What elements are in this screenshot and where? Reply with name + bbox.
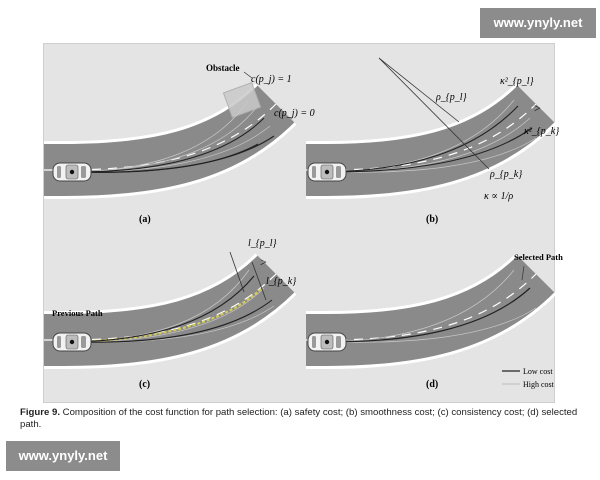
rho-l-label: ρ_{p_l} [435,92,467,103]
selected-path-label: Selected Path [514,252,563,262]
cost-low-label: c(p_j) = 0 [274,108,315,119]
kappa-l-label: κ²_{p_l} [500,76,534,87]
panel-a-label: (a) [139,214,151,225]
panel-b: ρ_{p_l} ρ_{p_k} κ²_{p_l} > κ²_{p_k} κ ∝ … [306,57,559,225]
panel-b-label: (b) [426,214,438,225]
l-l-label: l_{p_l} [248,238,277,249]
figure-9: Obstacle c(p_j) = 1 c(p_j) = 0 (a) ρ_{ [43,43,563,403]
legend-high-cost: High cost [523,380,555,389]
rho-k-label: ρ_{p_k} [489,169,522,180]
greater-than-b: > [534,101,541,115]
l-k-label: l_{p_k} [266,276,296,287]
panel-d-label: (d) [426,379,438,390]
figure-caption: Figure 9. Composition of the cost functi… [20,407,585,431]
kappa-relation-label: κ ∝ 1/ρ [484,191,513,202]
previous-path-label: Previous Path [52,308,103,318]
ego-vehicle-icon [307,162,347,182]
ego-vehicle-icon [52,162,92,182]
cost-high-label: c(p_j) = 1 [251,74,292,85]
greater-than-c: > [260,255,267,269]
panel-c-label: (c) [139,379,150,390]
panel-c: Previous Path l_{p_l} > l_{p_k} (c) [44,238,297,390]
caption-text: Composition of the cost function for pat… [20,407,578,430]
legend-low-cost: Low cost [523,367,553,376]
figure-illustration: Obstacle c(p_j) = 1 c(p_j) = 0 (a) ρ_{ [44,57,563,390]
panel-a: Obstacle c(p_j) = 1 c(p_j) = 0 (a) [44,63,315,225]
obstacle-shape [222,82,262,118]
watermark-top: www.ynyly.net [480,8,596,38]
caption-label: Figure 9. [20,407,60,418]
ego-vehicle-icon [307,332,347,352]
ego-vehicle-icon [52,332,92,352]
watermark-bottom: www.ynyly.net [6,441,120,471]
obstacle-label: Obstacle [206,63,240,73]
panel-d: Selected Path Low cost High cost (d) [306,252,563,390]
kappa-k-label: κ²_{p_k} [524,126,559,137]
selected-path-line [328,287,531,343]
